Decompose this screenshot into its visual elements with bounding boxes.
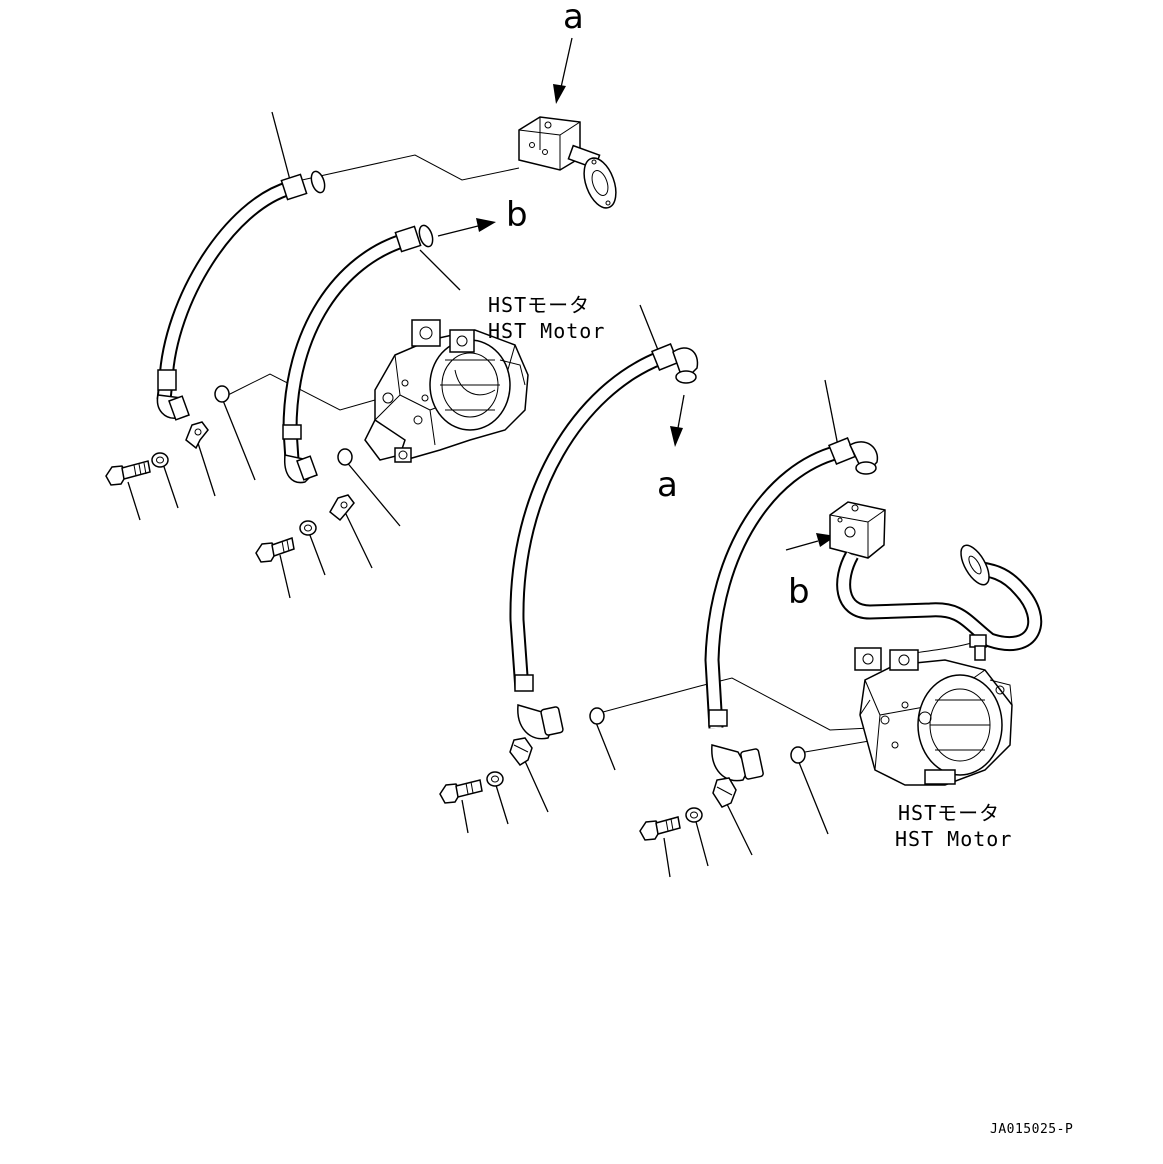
hose-1 xyxy=(156,170,326,421)
split-flange-clamp xyxy=(185,421,209,450)
leader-line xyxy=(196,439,216,497)
motor-label-left-jp: HSTモータ xyxy=(488,293,590,317)
leader-line xyxy=(639,304,661,356)
o-ring xyxy=(214,385,230,403)
leader-line xyxy=(344,459,401,527)
washer xyxy=(151,452,169,468)
bolt xyxy=(255,537,295,563)
callout-b-right: b xyxy=(788,572,810,612)
hose-2 xyxy=(282,224,434,484)
leader-line xyxy=(594,719,616,771)
washer xyxy=(299,520,317,536)
leader-line xyxy=(344,511,373,569)
right-port-block xyxy=(829,501,886,559)
hose-4 xyxy=(704,437,879,782)
arrow-a-mid xyxy=(670,394,685,447)
hst-motor-left xyxy=(364,319,529,463)
leader-line xyxy=(602,677,871,731)
leader-line xyxy=(301,154,520,181)
leader-line xyxy=(804,739,876,753)
leader-line xyxy=(797,759,829,835)
hst-motor-right xyxy=(854,647,1013,786)
bolt xyxy=(639,816,681,841)
leader-line xyxy=(724,799,753,856)
leader-line xyxy=(279,554,291,599)
callout-a-mid: a xyxy=(657,465,678,505)
leader-line xyxy=(419,249,461,291)
leader-line xyxy=(271,111,291,181)
split-flange-clamp xyxy=(509,737,533,766)
leader-line xyxy=(227,373,376,411)
split-flange-clamp xyxy=(329,494,355,522)
split-flange-clamp xyxy=(712,777,737,808)
return-tube xyxy=(836,544,1043,661)
bolt xyxy=(439,779,483,804)
callout-b-top: b xyxy=(506,195,528,235)
o-ring xyxy=(337,448,353,466)
leader-line xyxy=(127,481,141,521)
bolt xyxy=(105,460,151,486)
leader-line xyxy=(824,379,839,447)
leader-line xyxy=(494,781,509,825)
washer xyxy=(685,807,703,823)
drawing-code: JA015025-P xyxy=(990,1122,1073,1137)
motor-label-left-en: HST Motor xyxy=(488,319,605,343)
o-ring xyxy=(790,746,806,764)
leader-line xyxy=(221,397,256,481)
motor-label-right-en: HST Motor xyxy=(895,827,1012,851)
leader-line xyxy=(663,837,671,878)
arrow-b-right xyxy=(785,533,836,551)
leader-line xyxy=(307,529,326,576)
o-ring xyxy=(589,707,605,725)
top-port-block xyxy=(518,116,617,209)
arrow-b-top xyxy=(437,218,496,237)
leader-line xyxy=(694,817,709,867)
motor-label-right-jp: HSTモータ xyxy=(898,801,1000,825)
callout-a-top: a xyxy=(563,0,584,37)
arrow-a-top xyxy=(553,37,573,104)
leader-line xyxy=(461,799,469,834)
hose-3 xyxy=(509,343,699,740)
washer xyxy=(486,771,504,787)
